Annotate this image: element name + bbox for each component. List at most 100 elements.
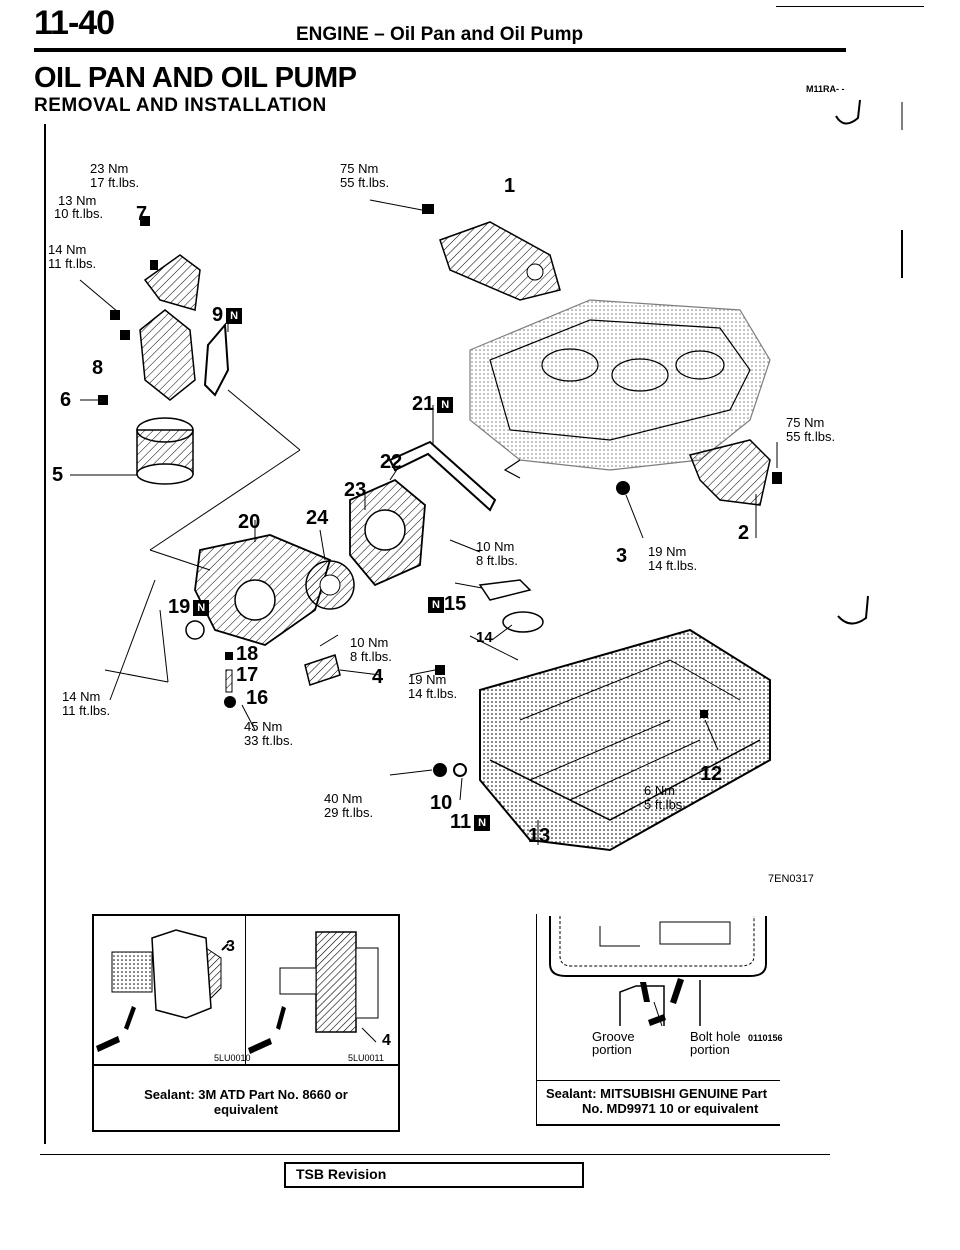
part-number: 5	[52, 464, 64, 486]
part-number-text: 19	[168, 596, 191, 618]
torque-label: 11 ft.lbs.	[62, 703, 111, 718]
detail-divider	[536, 1080, 780, 1081]
torque-label: 14 Nm	[62, 689, 101, 704]
part-number: 3	[226, 938, 235, 955]
part-number: 4	[382, 1032, 391, 1049]
part-number: 6	[60, 389, 72, 411]
new-part-badge: N	[474, 814, 491, 831]
new-part-badge: N	[437, 396, 454, 413]
gasket-9	[203, 322, 230, 397]
torque-label: 55 ft.lbs.	[786, 429, 836, 444]
torque-label: 10 ft.lbs.	[54, 206, 104, 221]
torque-label: 8 ft.lbs.	[350, 649, 392, 664]
detail-divider	[245, 916, 246, 1064]
torque-label: 75 Nm	[786, 415, 825, 430]
figure-code: 5LU0011	[348, 1053, 384, 1063]
torque-label: 6 Nm	[644, 783, 676, 798]
engine-bracket-2	[688, 439, 771, 506]
groove-label-text: Groove	[592, 1029, 635, 1044]
part-number: 4	[372, 666, 384, 688]
part-number: 23	[344, 479, 367, 501]
page-header-title: ENGINE – Oil Pan and Oil Pump	[296, 24, 584, 45]
oil-pan	[479, 628, 771, 852]
part-number: 8	[92, 357, 104, 379]
tsb-revision-box	[284, 1162, 584, 1188]
engine-block	[469, 299, 771, 479]
sealant-caption-line: equivalent	[213, 1102, 279, 1117]
torque-label: 19 Nm	[408, 672, 447, 687]
groove-label: Groove	[592, 1030, 635, 1043]
margin-marks	[835, 99, 903, 625]
torque-label: 10 Nm	[350, 635, 389, 650]
new-part-badge: N	[428, 596, 444, 613]
part-number: 7	[136, 203, 148, 225]
reference-code: M11RA- -	[806, 84, 845, 94]
torque-label: 29 ft.lbs.	[324, 805, 374, 820]
sealant-caption-line: Sealant: MITSUBISHI GENUINE Part	[546, 1086, 768, 1101]
torque-label: 11 ft.lbs.	[48, 256, 97, 271]
detail-border	[536, 914, 537, 1124]
figure-code: 7EN0317	[768, 873, 814, 885]
footer-rule	[40, 1154, 830, 1155]
oil-filter-bracket	[139, 309, 196, 401]
page-number: 11-40	[34, 4, 115, 42]
sealant-caption-line: Sealant: 3M ATD Part No. 8660 or	[144, 1087, 348, 1102]
oil-pan-flange-illustration	[549, 916, 767, 1027]
header-rule	[34, 48, 846, 52]
part-number: 13	[528, 825, 551, 847]
part-number: 18	[236, 643, 259, 665]
engine-bracket-1	[439, 221, 561, 301]
part-number: 14	[476, 629, 493, 646]
torque-label: 33 ft.lbs.	[244, 733, 294, 748]
torque-label: 23 Nm	[90, 161, 129, 176]
new-part-badge: N	[226, 307, 243, 324]
torque-label: 8 ft.lbs.	[476, 553, 518, 568]
sealant-detail-left	[92, 914, 400, 1132]
figure-code: 5LU0010	[214, 1053, 251, 1063]
part-number: 17	[236, 664, 259, 686]
part-number: 1	[504, 175, 516, 197]
new-part-badge: N	[193, 599, 210, 616]
part-number: 12	[700, 763, 723, 785]
seal-gasket-22	[388, 440, 497, 512]
part-number: 22	[380, 451, 403, 473]
detail-divider	[92, 1064, 400, 1066]
torque-label: 14 Nm	[48, 242, 87, 257]
torque-label: 14 ft.lbs.	[408, 686, 458, 701]
sealant-caption-line: No. MD9971 10 or equivalent	[582, 1101, 759, 1116]
oil-screen	[502, 611, 544, 633]
torque-label: 14 ft.lbs.	[648, 558, 698, 573]
detail-border	[536, 1124, 780, 1126]
part-number: 10	[430, 792, 453, 814]
tsb-revision-label: TSB Revision	[296, 1166, 387, 1182]
bolt-portion-label: portion	[690, 1042, 730, 1057]
part-number: 24	[306, 507, 329, 529]
part-number: 20	[238, 511, 261, 533]
bolt-hole-label: Bolt hole	[690, 1029, 741, 1044]
torque-label: 17 ft.lbs.	[90, 175, 140, 190]
margin-rule	[44, 124, 46, 1144]
groove-portion-label: portion	[592, 1042, 632, 1057]
torque-label: 10 Nm	[476, 539, 515, 554]
part-number: 2	[738, 522, 750, 544]
switch-bracket	[143, 254, 201, 311]
exploded-diagram	[70, 199, 782, 852]
torque-label: 13 Nm	[58, 193, 97, 208]
part-number: 16	[246, 687, 269, 709]
torque-label: 55 ft.lbs.	[340, 175, 390, 190]
corner-line	[776, 6, 924, 7]
oil-filter	[136, 417, 194, 485]
oil-pump-rotor	[305, 560, 355, 610]
section-subtitle: REMOVAL AND INSTALLATION	[34, 95, 327, 116]
torque-label: 5 ft.lbs.	[644, 797, 686, 812]
figure-code: 0110156	[748, 1033, 783, 1043]
part-number-text: 11	[450, 811, 472, 833]
torque-label: 40 Nm	[324, 791, 363, 806]
gasket-15	[478, 579, 532, 601]
torque-label: 75 Nm	[340, 161, 379, 176]
